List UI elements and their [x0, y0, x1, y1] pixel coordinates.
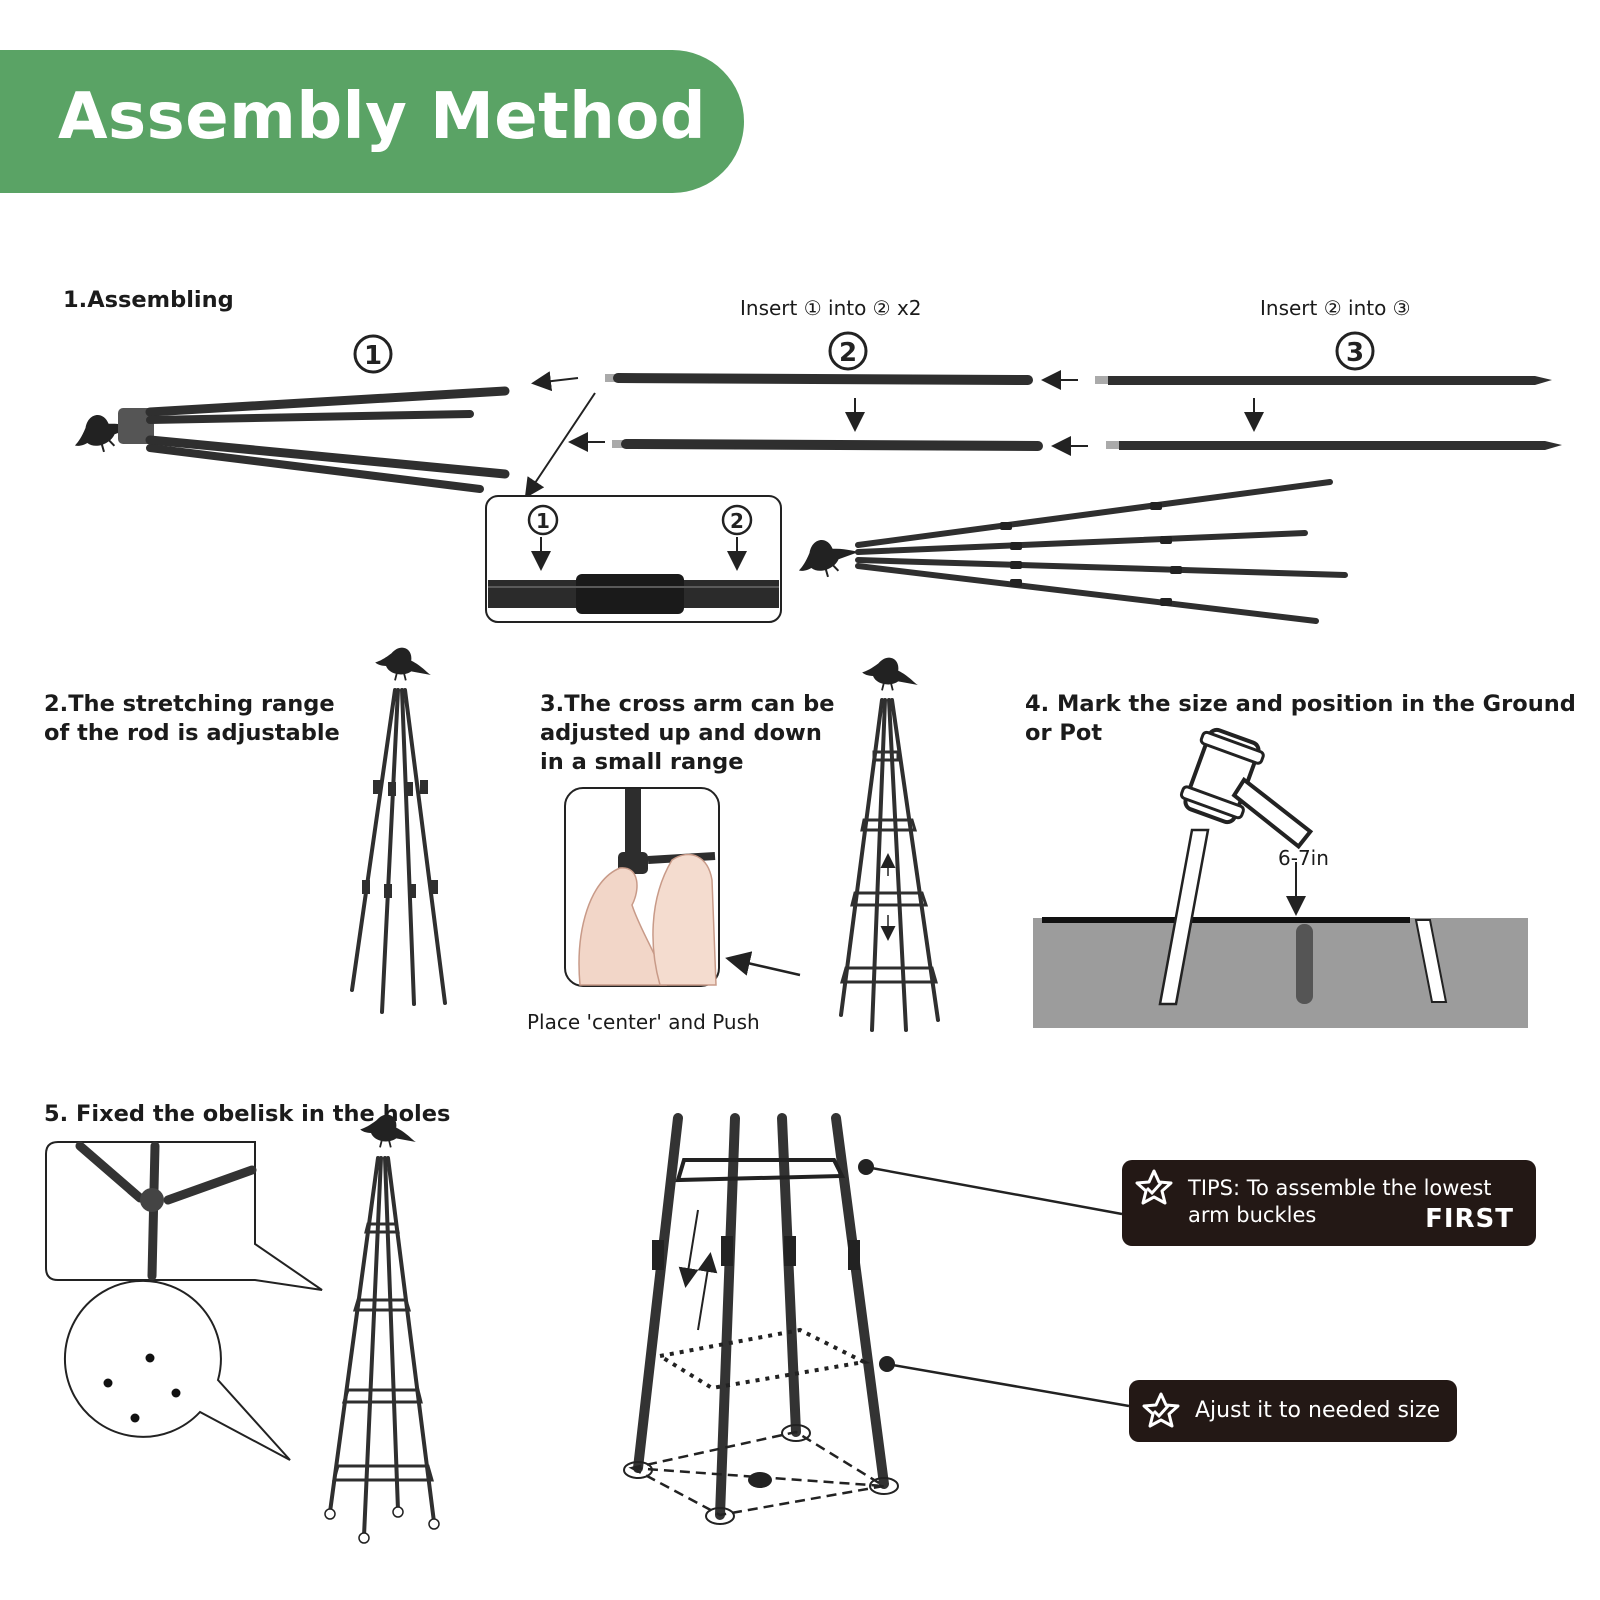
step4-title-line1: 4. Mark the size and position in the Gro…: [1025, 691, 1576, 717]
tip1-line2: arm buckles: [1188, 1203, 1317, 1227]
marker-1: 1: [353, 334, 393, 374]
piece-1-bird-head: [65, 386, 510, 493]
title-banner: Assembly Method: [0, 50, 744, 193]
marker-3: 3: [1335, 331, 1375, 371]
svg-text:1: 1: [536, 509, 550, 533]
step3-title-line3: in a small range: [540, 749, 744, 775]
measure-label: 6-7in: [1278, 846, 1329, 870]
step3-title-line2: adjusted up and down: [540, 720, 822, 746]
tip1-emphasis: FIRST: [1425, 1204, 1514, 1234]
joint-detail-box: 1 2: [485, 495, 782, 623]
svg-text:2: 2: [839, 338, 857, 368]
page-title: Assembly Method: [58, 80, 707, 154]
rods-2: [605, 373, 1043, 451]
step4-ground-diagram: [1033, 727, 1528, 1028]
star-check-icon: [1142, 1392, 1180, 1428]
step3-hands-detail: [564, 787, 801, 987]
tip-leader-lines: [858, 1159, 1130, 1408]
tip-adjust-size: Ajust it to needed size: [1129, 1380, 1457, 1442]
svg-text:2: 2: [730, 509, 744, 533]
step3-caption: Place 'center' and Push: [527, 1010, 760, 1034]
svg-text:3: 3: [1346, 338, 1364, 368]
step2-title-line1: 2.The stretching range: [44, 691, 335, 717]
step1-arrows: [524, 370, 1264, 499]
step5-closeup-obelisk: [623, 1113, 899, 1525]
rods-3: [1095, 376, 1562, 450]
step1-title: 1.Assembling: [63, 287, 234, 313]
step2-obelisk: [350, 646, 447, 1014]
marker-2: 2: [828, 331, 868, 371]
step5-joint-callout: [45, 1141, 323, 1291]
assembled-rod-fan: [789, 479, 1348, 624]
svg-text:1: 1: [364, 341, 382, 371]
step5-holes-callout: [64, 1279, 291, 1461]
step3-obelisk: [839, 656, 940, 1032]
tip-lowest-buckles: TIPS: To assemble the lowest arm buckles…: [1122, 1160, 1536, 1246]
step4-title-line2: or Pot: [1025, 720, 1103, 746]
step3-title-line1: 3.The cross arm can be: [540, 691, 835, 717]
hammer-icon: [1158, 727, 1314, 1006]
insert-2-into-3-label: Insert ② into ③: [1260, 296, 1411, 320]
tip1-line1: TIPS: To assemble the lowest: [1188, 1176, 1492, 1200]
step2-title-line2: of the rod is adjustable: [44, 720, 340, 746]
star-check-icon: [1135, 1169, 1173, 1205]
tip2-text: Ajust it to needed size: [1195, 1398, 1441, 1423]
step5-obelisk: [324, 1113, 440, 1544]
insert-1-into-2-label: Insert ① into ② x2: [740, 296, 922, 320]
